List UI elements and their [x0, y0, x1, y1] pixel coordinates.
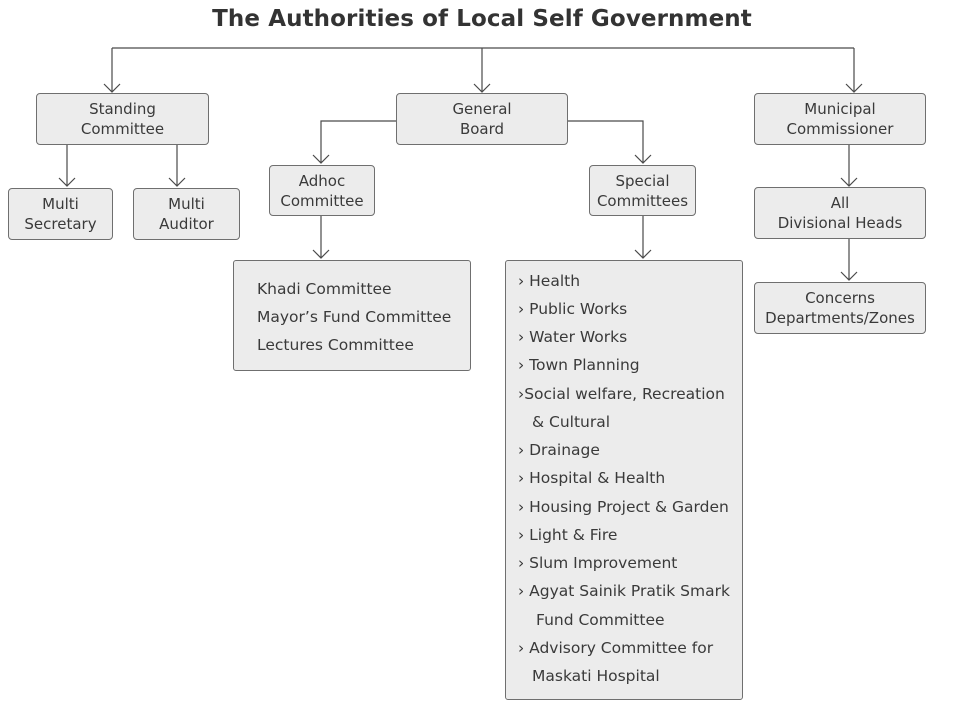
connector-special-list — [634, 216, 652, 259]
node-label: Adhoc — [298, 171, 346, 190]
multi-secretary-node: Multi Secretary — [8, 188, 113, 240]
list-item: Maskati Hospital — [532, 667, 660, 685]
list-item: › Water Works — [518, 328, 628, 346]
node-label: Auditor — [159, 215, 214, 233]
connector-standing-auditor — [168, 145, 186, 187]
list-item: › Health — [518, 272, 581, 290]
node-label: Board — [459, 120, 505, 138]
list-item: › Light & Fire — [518, 526, 618, 544]
list-item: Fund Committee — [536, 611, 665, 629]
node-label: Secretary — [24, 215, 97, 233]
node-label: Municipal — [804, 100, 876, 118]
standing-committee-node: Standing Committee — [36, 93, 209, 145]
connector-divisional-concerns — [840, 239, 858, 281]
all-divisional-heads-node: All Divisional Heads — [754, 187, 926, 239]
list-item: › Public Works — [518, 300, 628, 318]
connector-municipal-divisional — [840, 145, 858, 187]
list-item: & Cultural — [532, 413, 611, 431]
list-item: › Agyat Sainik Pratik Smark — [518, 582, 730, 600]
municipal-commissioner-node: Municipal Commissioner — [754, 93, 926, 145]
list-item: › Slum Improvement — [518, 554, 678, 572]
list-item: Lectures Committee — [257, 336, 414, 354]
arrow-general — [473, 83, 491, 93]
list-item: Mayor’s Fund Committee — [257, 308, 452, 326]
node-label: Concerns — [805, 289, 875, 307]
node-label: Committees — [596, 191, 689, 210]
node-label: Commissioner — [786, 120, 894, 138]
node-label: Departments/Zones — [765, 309, 915, 327]
connector-standing-secretary — [58, 145, 76, 187]
top-connector — [111, 47, 855, 92]
node-label: Committee — [280, 191, 364, 210]
node-label: Standing — [89, 100, 156, 118]
node-label: Committee — [80, 120, 165, 138]
special-committees-list: › Health › Public Works › Water Works › … — [505, 260, 743, 700]
node-label: All — [830, 194, 850, 212]
node-label: Divisional Heads — [777, 214, 903, 232]
arrow-standing — [103, 83, 121, 93]
general-board-node: General Board — [396, 93, 568, 145]
list-item: › Town Planning — [518, 356, 640, 374]
node-label: Multi — [168, 195, 205, 213]
node-label: Special — [615, 171, 670, 190]
diagram-title: The Authorities of Local Self Government — [212, 6, 752, 32]
list-item: ›Social welfare, Recreation — [518, 385, 725, 403]
list-item: › Drainage — [518, 441, 600, 459]
list-item: › Advisory Committee for — [518, 639, 714, 657]
list-item: › Hospital & Health — [518, 469, 666, 487]
adhoc-committee-node: Adhoc Committee — [269, 165, 375, 216]
multi-auditor-node: Multi Auditor — [133, 188, 240, 240]
connector-adhoc-list — [312, 216, 330, 259]
special-committees-node: Special Committees — [589, 165, 696, 216]
node-label: Multi — [42, 195, 79, 213]
list-item: › Housing Project & Garden — [518, 498, 729, 516]
adhoc-committee-list: Khadi Committee Mayor’s Fund Committee L… — [233, 260, 471, 371]
arrow-municipal — [845, 83, 863, 93]
list-item: Khadi Committee — [257, 280, 392, 298]
connector-general-special — [568, 120, 652, 164]
connector-general-adhoc — [312, 120, 396, 164]
node-label: General — [452, 100, 512, 118]
concerns-departments-node: Concerns Departments/Zones — [754, 282, 926, 334]
